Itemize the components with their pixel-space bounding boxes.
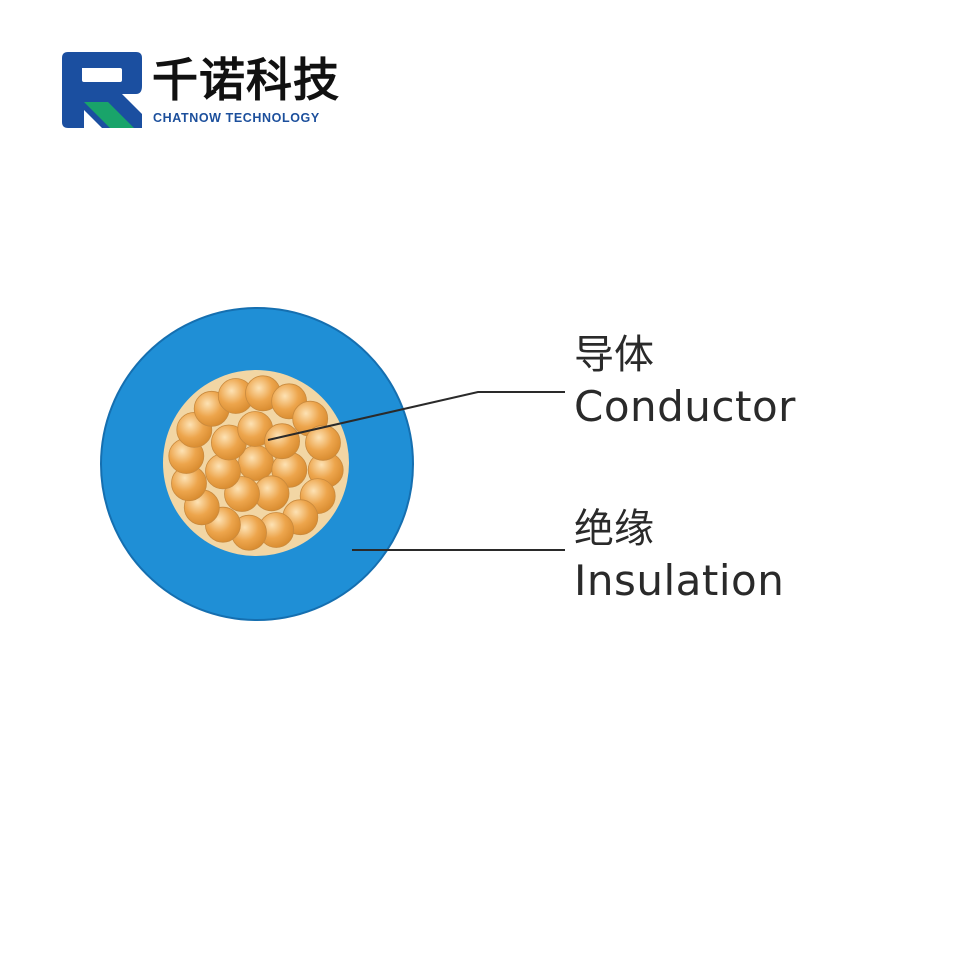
insulation-label: 绝缘 Insulation bbox=[574, 504, 784, 608]
brand-name-en: CHATNOW TECHNOLOGY bbox=[153, 111, 320, 125]
conductor-leader-line bbox=[267, 391, 565, 441]
brand-mark-icon bbox=[62, 52, 142, 128]
conductor-label-en: Conductor bbox=[574, 382, 796, 431]
conductor-strands bbox=[168, 375, 344, 551]
conductor-strand bbox=[264, 423, 301, 460]
insulation-label-cn: 绝缘 bbox=[574, 506, 654, 552]
brand-logo: 千诺科技 CHATNOW TECHNOLOGY bbox=[62, 52, 382, 132]
brand-name-cn: 千诺科技 bbox=[152, 53, 340, 107]
conductor-label-cn: 导体 bbox=[574, 332, 654, 378]
conductor-strand bbox=[305, 424, 341, 461]
conductor-label: 导体 Conductor bbox=[574, 330, 796, 434]
insulation-label-en: Insulation bbox=[574, 556, 785, 605]
